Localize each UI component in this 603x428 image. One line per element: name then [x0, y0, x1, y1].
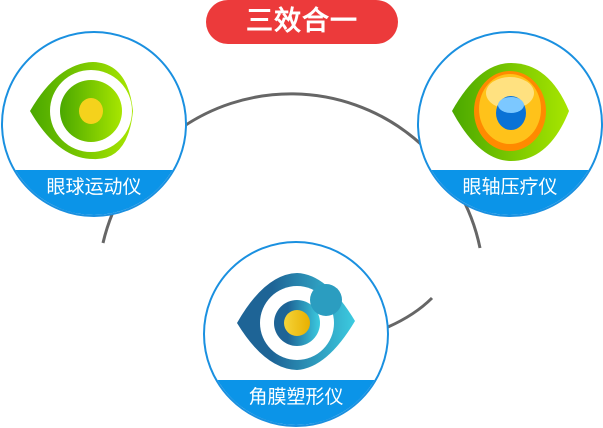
- node-axial-pressure[interactable]: 眼轴压疗仪: [417, 31, 603, 217]
- node-label: 角膜塑形仪: [205, 380, 387, 425]
- title-badge: 三效合一: [206, 0, 398, 44]
- green-eye-icon: [30, 62, 133, 160]
- blue-eye-icon: [237, 273, 355, 370]
- node-orthokeratology[interactable]: 角膜塑形仪: [203, 241, 389, 427]
- orange-eye-icon: [452, 63, 569, 161]
- node-eye-movement[interactable]: 眼球运动仪: [1, 31, 187, 217]
- node-label: 眼球运动仪: [3, 170, 185, 215]
- node-label: 眼轴压疗仪: [419, 170, 601, 215]
